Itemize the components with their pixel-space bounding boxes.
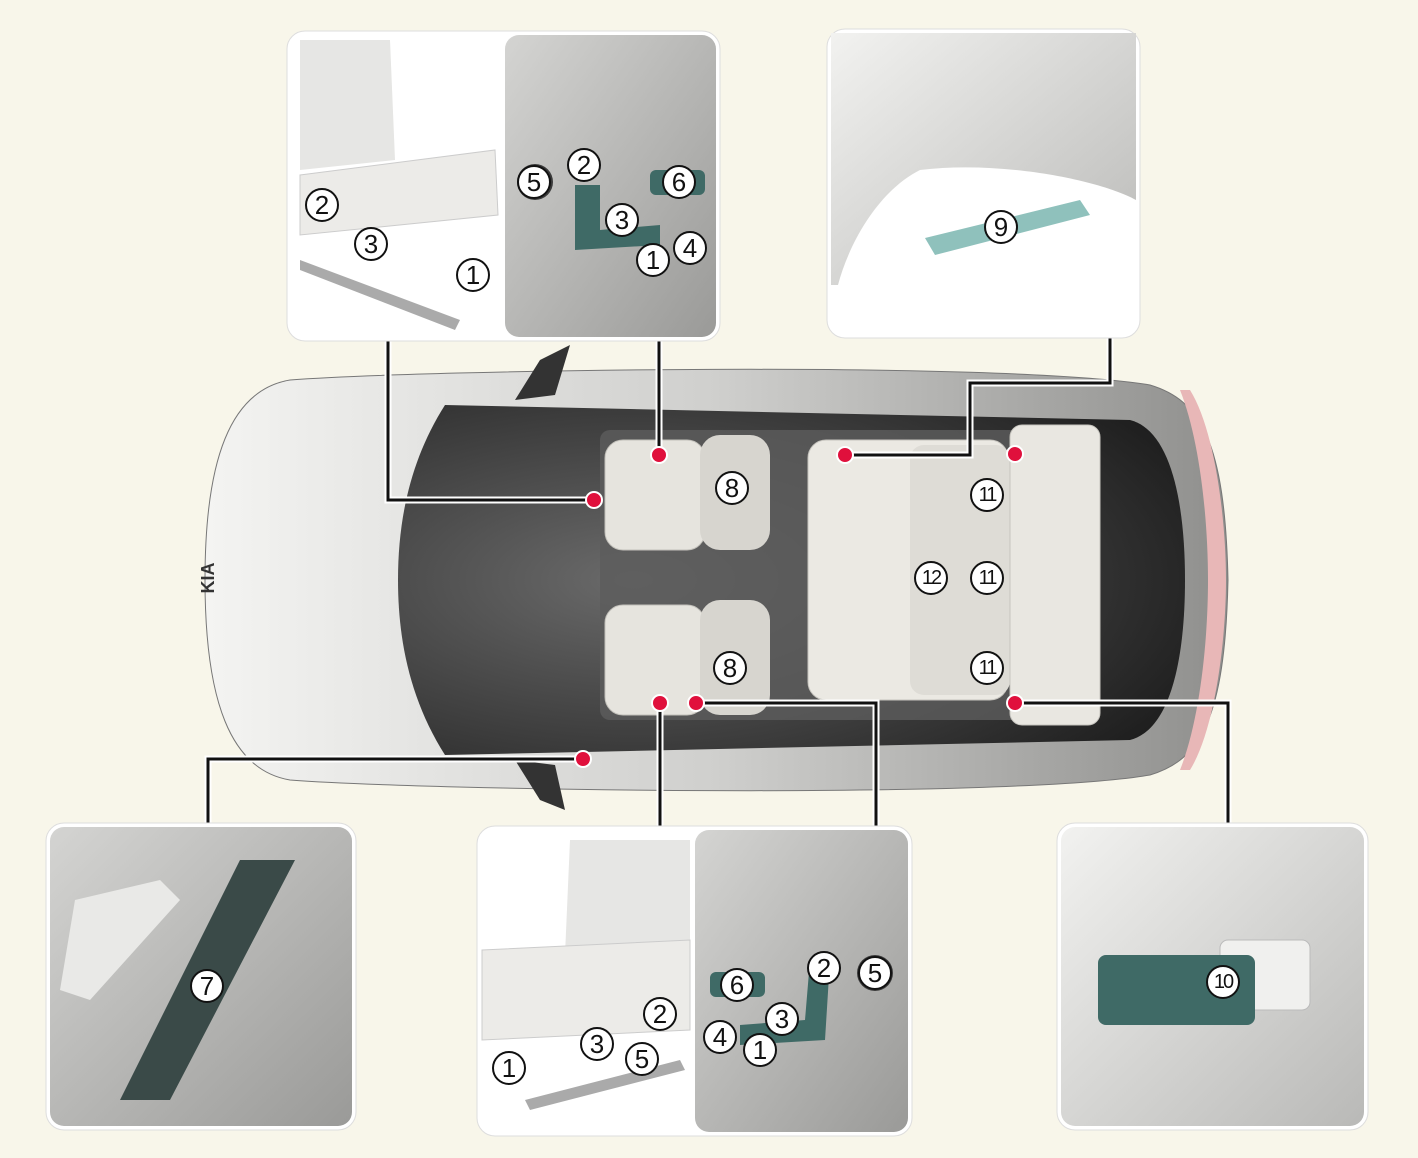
car-top-view: KIA	[198, 345, 1229, 810]
marker-dot	[650, 446, 668, 464]
rear-bench	[807, 424, 1101, 726]
marker-dot	[687, 694, 705, 712]
marker-dot	[651, 694, 669, 712]
panel-labels: 6 2 5 3 4 1 2 3 5 1	[492, 951, 892, 1085]
label-1: 1	[753, 1035, 767, 1065]
marker-dot	[1006, 445, 1024, 463]
label-1: 1	[646, 245, 660, 275]
label-5: 5	[868, 958, 882, 988]
label-5: 5	[527, 167, 541, 197]
label-12: 12	[922, 567, 942, 589]
label-3: 3	[364, 229, 378, 259]
marker-dot	[1006, 694, 1024, 712]
label-3: 3	[615, 205, 629, 235]
label-8: 8	[723, 653, 737, 683]
label-2: 2	[817, 953, 831, 983]
location-markers	[574, 445, 1024, 768]
label-2: 2	[315, 190, 329, 220]
marker-dot	[836, 446, 854, 464]
label-6: 6	[730, 970, 744, 1000]
label-8: 8	[725, 473, 739, 503]
label-5: 5	[635, 1044, 649, 1074]
label-9: 9	[994, 212, 1008, 242]
panel-trunk-release: 10	[1056, 822, 1369, 1131]
label-11: 11	[979, 567, 998, 589]
brand-logo: KIA	[198, 563, 218, 594]
mirror-right	[515, 760, 565, 810]
panel-front-seat-driver: 2 3 1 5 2 6 3 1 4	[286, 30, 721, 342]
panel-front-seat-passenger: 6 2 5 3 4 1 2 3 5 1	[476, 825, 913, 1137]
car-labels: 8 8 11 11 11 12	[713, 471, 1004, 685]
panel-door-switch: 7	[45, 822, 357, 1131]
label-3: 3	[775, 1004, 789, 1034]
label-7: 7	[200, 971, 214, 1001]
front-seat-bottom	[604, 600, 770, 716]
label-11: 11	[979, 484, 998, 506]
label-11: 11	[979, 657, 998, 679]
panel-rear-seat-release: 9	[826, 28, 1141, 339]
label-3: 3	[590, 1029, 604, 1059]
label-4: 4	[713, 1022, 727, 1052]
label-4: 4	[683, 233, 697, 263]
marker-dot	[585, 491, 603, 509]
door-handle	[60, 880, 180, 1000]
label-2: 2	[577, 150, 591, 180]
label-10: 10	[1214, 971, 1234, 993]
mirror-left	[515, 345, 570, 400]
leader-lines	[204, 338, 1232, 826]
front-seat-top	[604, 435, 770, 551]
marker-dot	[574, 750, 592, 768]
label-2: 2	[653, 999, 667, 1029]
label-1: 1	[466, 260, 480, 290]
label-6: 6	[672, 167, 686, 197]
panel-labels: 2 3 1 5 2 6 3 1 4	[305, 148, 707, 292]
label-1: 1	[502, 1053, 516, 1083]
